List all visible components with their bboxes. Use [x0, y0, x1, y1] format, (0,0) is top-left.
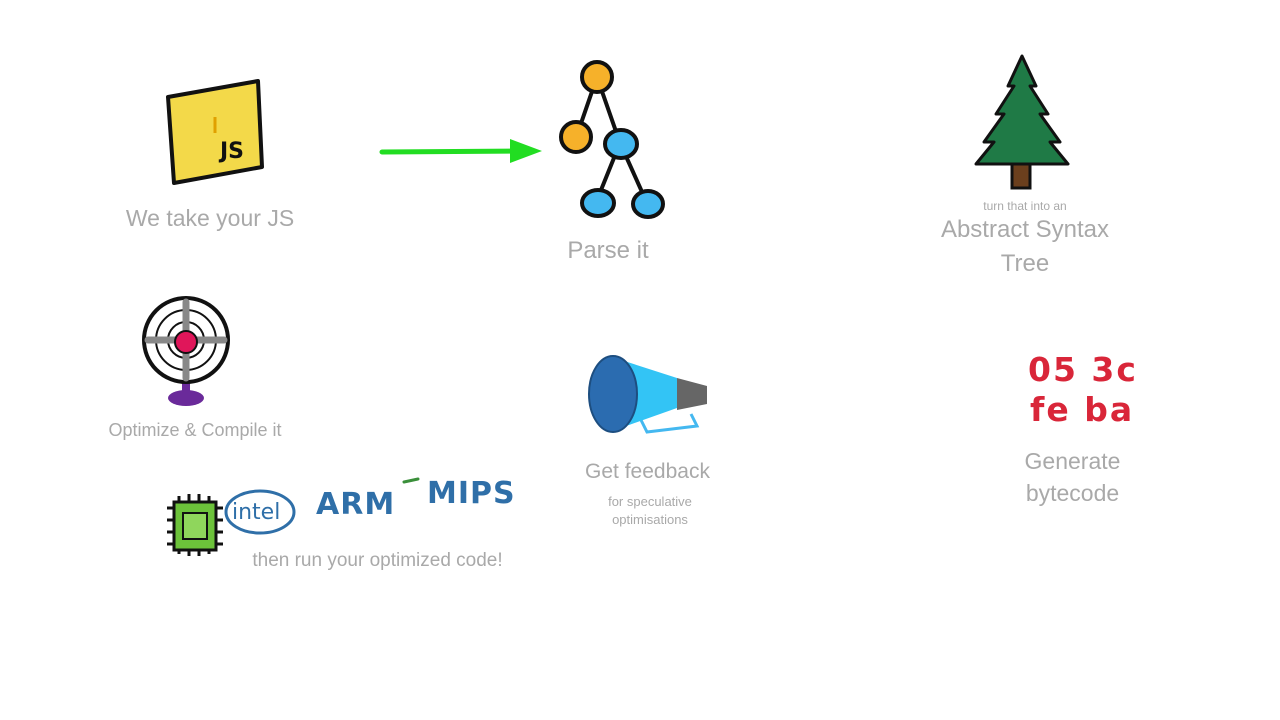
caption-ast-line1: Abstract Syntax [940, 216, 1110, 243]
cpu-chip-icon [167, 494, 223, 556]
pine-tree-icon [974, 54, 1070, 190]
tree-graph-icon [559, 60, 665, 219]
caption-feedback-sub2: optimisations [612, 512, 688, 527]
megaphone-icon [588, 355, 707, 434]
caption-take: We take your JS [125, 205, 295, 231]
caption-feedback-sub1: for speculative [608, 494, 692, 509]
caption-optimize: Optimize & Compile it [108, 420, 282, 440]
js-badge: JS [218, 139, 244, 164]
caption-parse: Parse it [567, 237, 649, 264]
caption-ast-line2: Tree [1000, 250, 1050, 277]
caption-ast-pre: turn that into an [983, 199, 1067, 213]
arrow-right-icon [379, 139, 542, 163]
intel-logo-icon [224, 489, 296, 535]
caption-feedback: Get feedback [585, 460, 710, 483]
caption-bytecode-line1: Generate [1024, 448, 1121, 474]
caption-bytecode-line2: bytecode [1025, 480, 1120, 506]
caption-run: then run your optimized code! [252, 550, 503, 571]
bytecode-row-1: 05 3c [1028, 350, 1138, 389]
arch-arm: ARM [316, 487, 396, 522]
arch-intel: intel [232, 500, 281, 525]
bytecode-row-2: fe ba [1030, 390, 1135, 429]
arch-mips: MIPS [427, 476, 516, 511]
js-file-icon: JS [166, 79, 264, 185]
fan-icon [142, 296, 230, 406]
green-stroke-mark [402, 477, 420, 484]
